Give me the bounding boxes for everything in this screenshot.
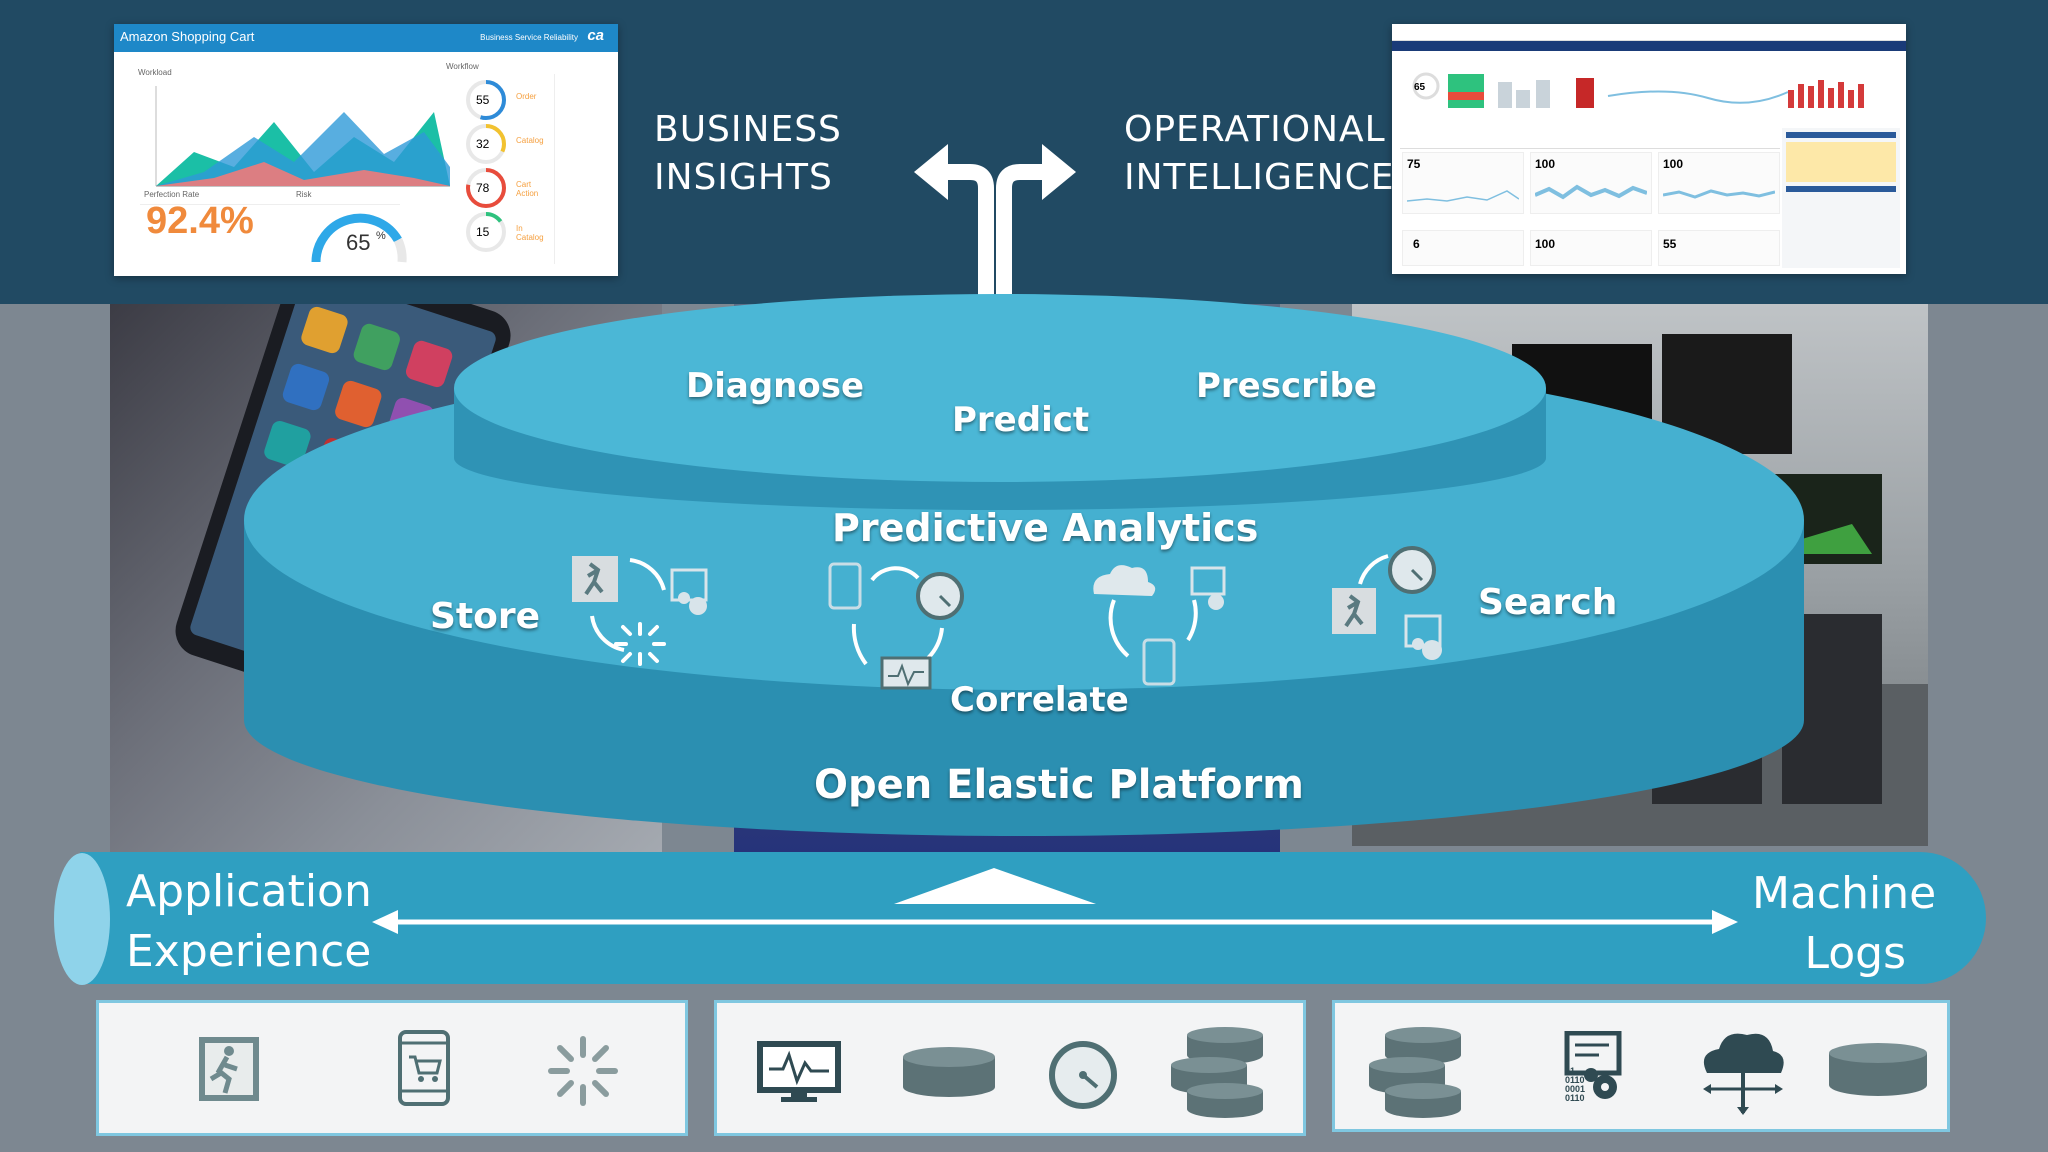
cloud-network-icon — [1703, 1033, 1784, 1115]
prescribe-label: Prescribe — [1196, 366, 1377, 406]
workflow-ring-icon — [466, 80, 506, 120]
workflow-item: 15 In Catalog — [464, 210, 544, 258]
search-icon-cluster — [1332, 546, 1442, 660]
app-experience-sources-box — [96, 1000, 688, 1136]
predictive-analytics-label: Predictive Analytics — [832, 506, 1259, 550]
mobile-cart-icon — [398, 1030, 450, 1106]
ops-metric-tile: 100 — [1530, 230, 1652, 266]
perfection-rate-label: Perfection Rate — [144, 190, 200, 199]
ops-gauge-value: 65 — [1414, 82, 1426, 93]
prescribe-icon-cluster — [1093, 565, 1226, 686]
sparkline-icon — [1663, 189, 1775, 199]
workflow-ring-icon — [466, 212, 506, 252]
workflow-label: Workflow — [446, 62, 479, 71]
store-label: Store — [430, 596, 541, 637]
open-elastic-platform-label: Open Elastic Platform — [814, 762, 1304, 808]
operational-dashboard-screenshot: 65 75 100 100 6 100 55 — [1392, 24, 1906, 274]
machine-log-sources-box: 01 0110 0001 0110 — [1332, 1000, 1950, 1132]
ops-metric-tile: 55 — [1658, 230, 1780, 266]
operational-intelligence-label: OPERATIONAL INTELLIGENCE — [1124, 109, 1395, 198]
config-gear-icon — [670, 568, 708, 615]
spinner-icon — [548, 1036, 618, 1106]
business-dashboard-screenshot: Amazon Shopping Cart Business Service Re… — [114, 24, 618, 276]
workflow-ring-icon — [466, 168, 506, 208]
business-dashboard-header: Amazon Shopping Cart Business Service Re… — [114, 24, 618, 52]
config-gear-icon: 01 0110 0001 0110 — [1563, 1030, 1623, 1111]
business-dashboard-header-right: Business Service Reliability — [480, 33, 578, 42]
application-experience-label: Application Experience — [126, 866, 372, 977]
workflow-item: 32 Catalog — [464, 122, 544, 170]
correlate-icon-cluster — [828, 562, 964, 690]
up-arrow-icon — [894, 868, 1096, 904]
config-gear-icon — [1190, 566, 1226, 596]
database-stack-icon — [1171, 1027, 1263, 1118]
risk-gauge — [311, 213, 407, 263]
ops-metric-tile: 100 — [1530, 152, 1652, 214]
risk-label: Risk — [296, 190, 312, 199]
correlate-label: Correlate — [950, 680, 1129, 720]
monitor-icon — [880, 656, 932, 690]
workload-area-chart — [155, 86, 450, 187]
ops-dashboard-navbar — [1392, 41, 1906, 51]
monitor-icon — [757, 1041, 841, 1102]
split-arrow-icon — [914, 144, 1076, 300]
sparkline-icon — [1535, 184, 1647, 200]
ops-metric-tile: 6 — [1402, 230, 1524, 266]
workflow-ring-icon — [466, 124, 506, 164]
workflow-item: 78 Cart Action — [464, 166, 538, 214]
ops-problems-panel — [1782, 128, 1900, 268]
mobile-cart-icon — [828, 562, 862, 610]
business-dashboard-title: Amazon Shopping Cart — [120, 29, 255, 44]
pipe-left-end — [54, 853, 110, 985]
ca-logo: ca — [587, 27, 604, 44]
cloud-network-icon — [1093, 565, 1156, 596]
perfection-rate-value: 92.4% — [146, 200, 254, 242]
predict-label: Predict — [952, 400, 1090, 440]
business-insights-label: BUSINESS INSIGHTS — [654, 109, 842, 198]
search-label: Search — [1478, 582, 1618, 623]
risk-unit: % — [376, 230, 386, 242]
sparkline-icon — [1407, 190, 1519, 202]
mobile-cart-icon — [1142, 638, 1176, 686]
workflow-item: 55 Order — [464, 78, 536, 126]
bidirectional-arrow-icon — [372, 910, 1738, 934]
store-icon-cluster — [572, 556, 708, 666]
infrastructure-sources-box — [714, 1000, 1306, 1136]
ops-metric-tile: 75 — [1402, 152, 1524, 214]
ops-dashboard-header — [1392, 24, 1906, 41]
diagnose-label: Diagnose — [686, 366, 865, 406]
exit-door-icon — [199, 1037, 259, 1101]
binary-text: 01 0110 0001 0110 — [1565, 1066, 1586, 1103]
spinner-icon — [614, 622, 666, 666]
ops-metric-tile: 100 — [1658, 152, 1780, 214]
machine-logs-label: Machine Logs — [1752, 868, 1937, 979]
database-stack-icon — [1369, 1027, 1461, 1118]
database-icon — [903, 1047, 995, 1097]
upper-disc-top — [454, 294, 1546, 482]
ops-summary-charts — [1412, 72, 1864, 108]
database-icon — [1829, 1043, 1927, 1096]
risk-value: 65 — [346, 230, 371, 255]
workload-label: Workload — [138, 68, 172, 77]
gauge-icon — [1049, 1041, 1117, 1109]
